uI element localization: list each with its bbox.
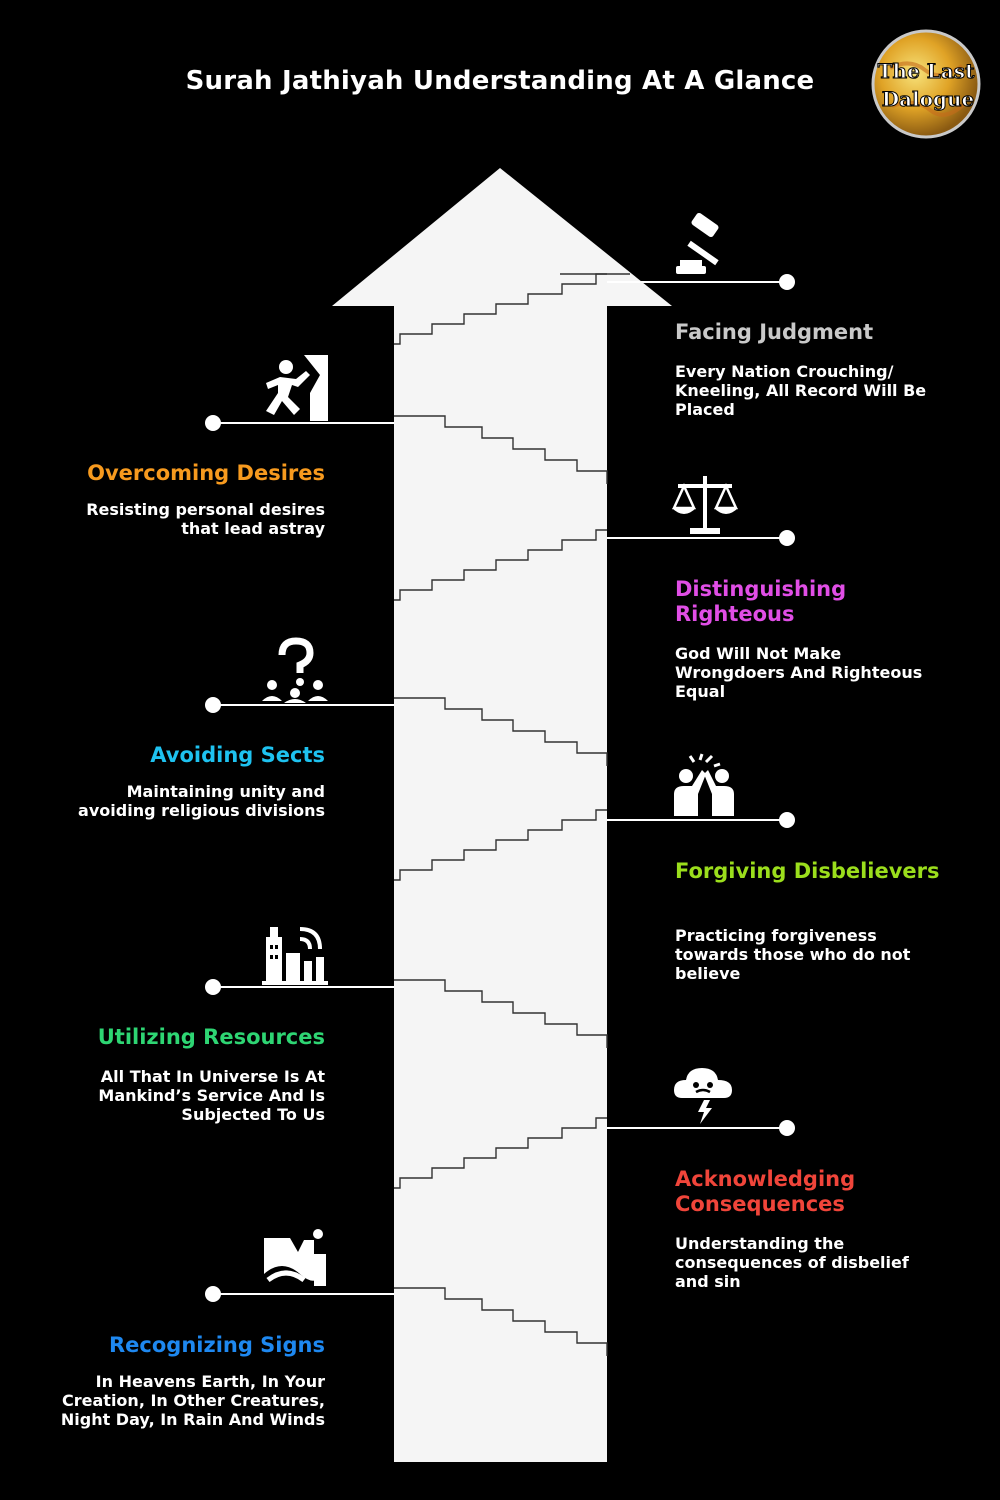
step-description: Understanding the consequences of disbel… <box>675 1234 909 1291</box>
storm-cloud-icon <box>674 1068 732 1124</box>
step-description: Resisting personal desires that lead ast… <box>86 500 325 538</box>
city-signal-icon <box>262 927 328 985</box>
gavel-icon <box>676 212 719 274</box>
step-description: Practicing forgiveness towards those who… <box>675 926 911 983</box>
high-five-icon <box>674 753 734 816</box>
logo-line2: Dalogue <box>882 87 975 111</box>
step-description: All That In Universe Is At Mankind’s Ser… <box>98 1067 325 1124</box>
globe-logo: The Last Dalogue <box>871 29 981 139</box>
connector-lines <box>205 274 795 1302</box>
step-description: God Will Not Make Wrongdoers And Righteo… <box>675 644 923 701</box>
landscape-icon <box>264 1229 326 1286</box>
step-title: Overcoming Desires <box>87 461 325 485</box>
step-title: Recognizing Signs <box>109 1333 325 1357</box>
step-title: Distinguishing Righteous <box>675 577 847 626</box>
step-description: In Heavens Earth, In Your Creation, In O… <box>60 1372 325 1429</box>
step-title: Utilizing Resources <box>97 1025 325 1049</box>
page-title: Surah Jathiyah Understanding At A Glance <box>185 66 815 96</box>
climber-icon <box>266 355 328 421</box>
step-title: Forgiving Disbelievers <box>675 859 940 883</box>
step-title: Avoiding Sects <box>150 743 325 767</box>
scale-icon <box>672 476 738 534</box>
group-question-icon <box>262 637 328 703</box>
arrow-head <box>332 168 672 1462</box>
stair-lines <box>394 273 630 1356</box>
logo-line1: The Last <box>878 59 975 83</box>
step-description: Maintaining unity and avoiding religious… <box>78 782 325 820</box>
step-title: Facing Judgment <box>675 320 874 344</box>
step-title: Acknowledging Consequences <box>675 1167 856 1216</box>
step-description: Every Nation Crouching/ Kneeling, All Re… <box>675 362 927 419</box>
